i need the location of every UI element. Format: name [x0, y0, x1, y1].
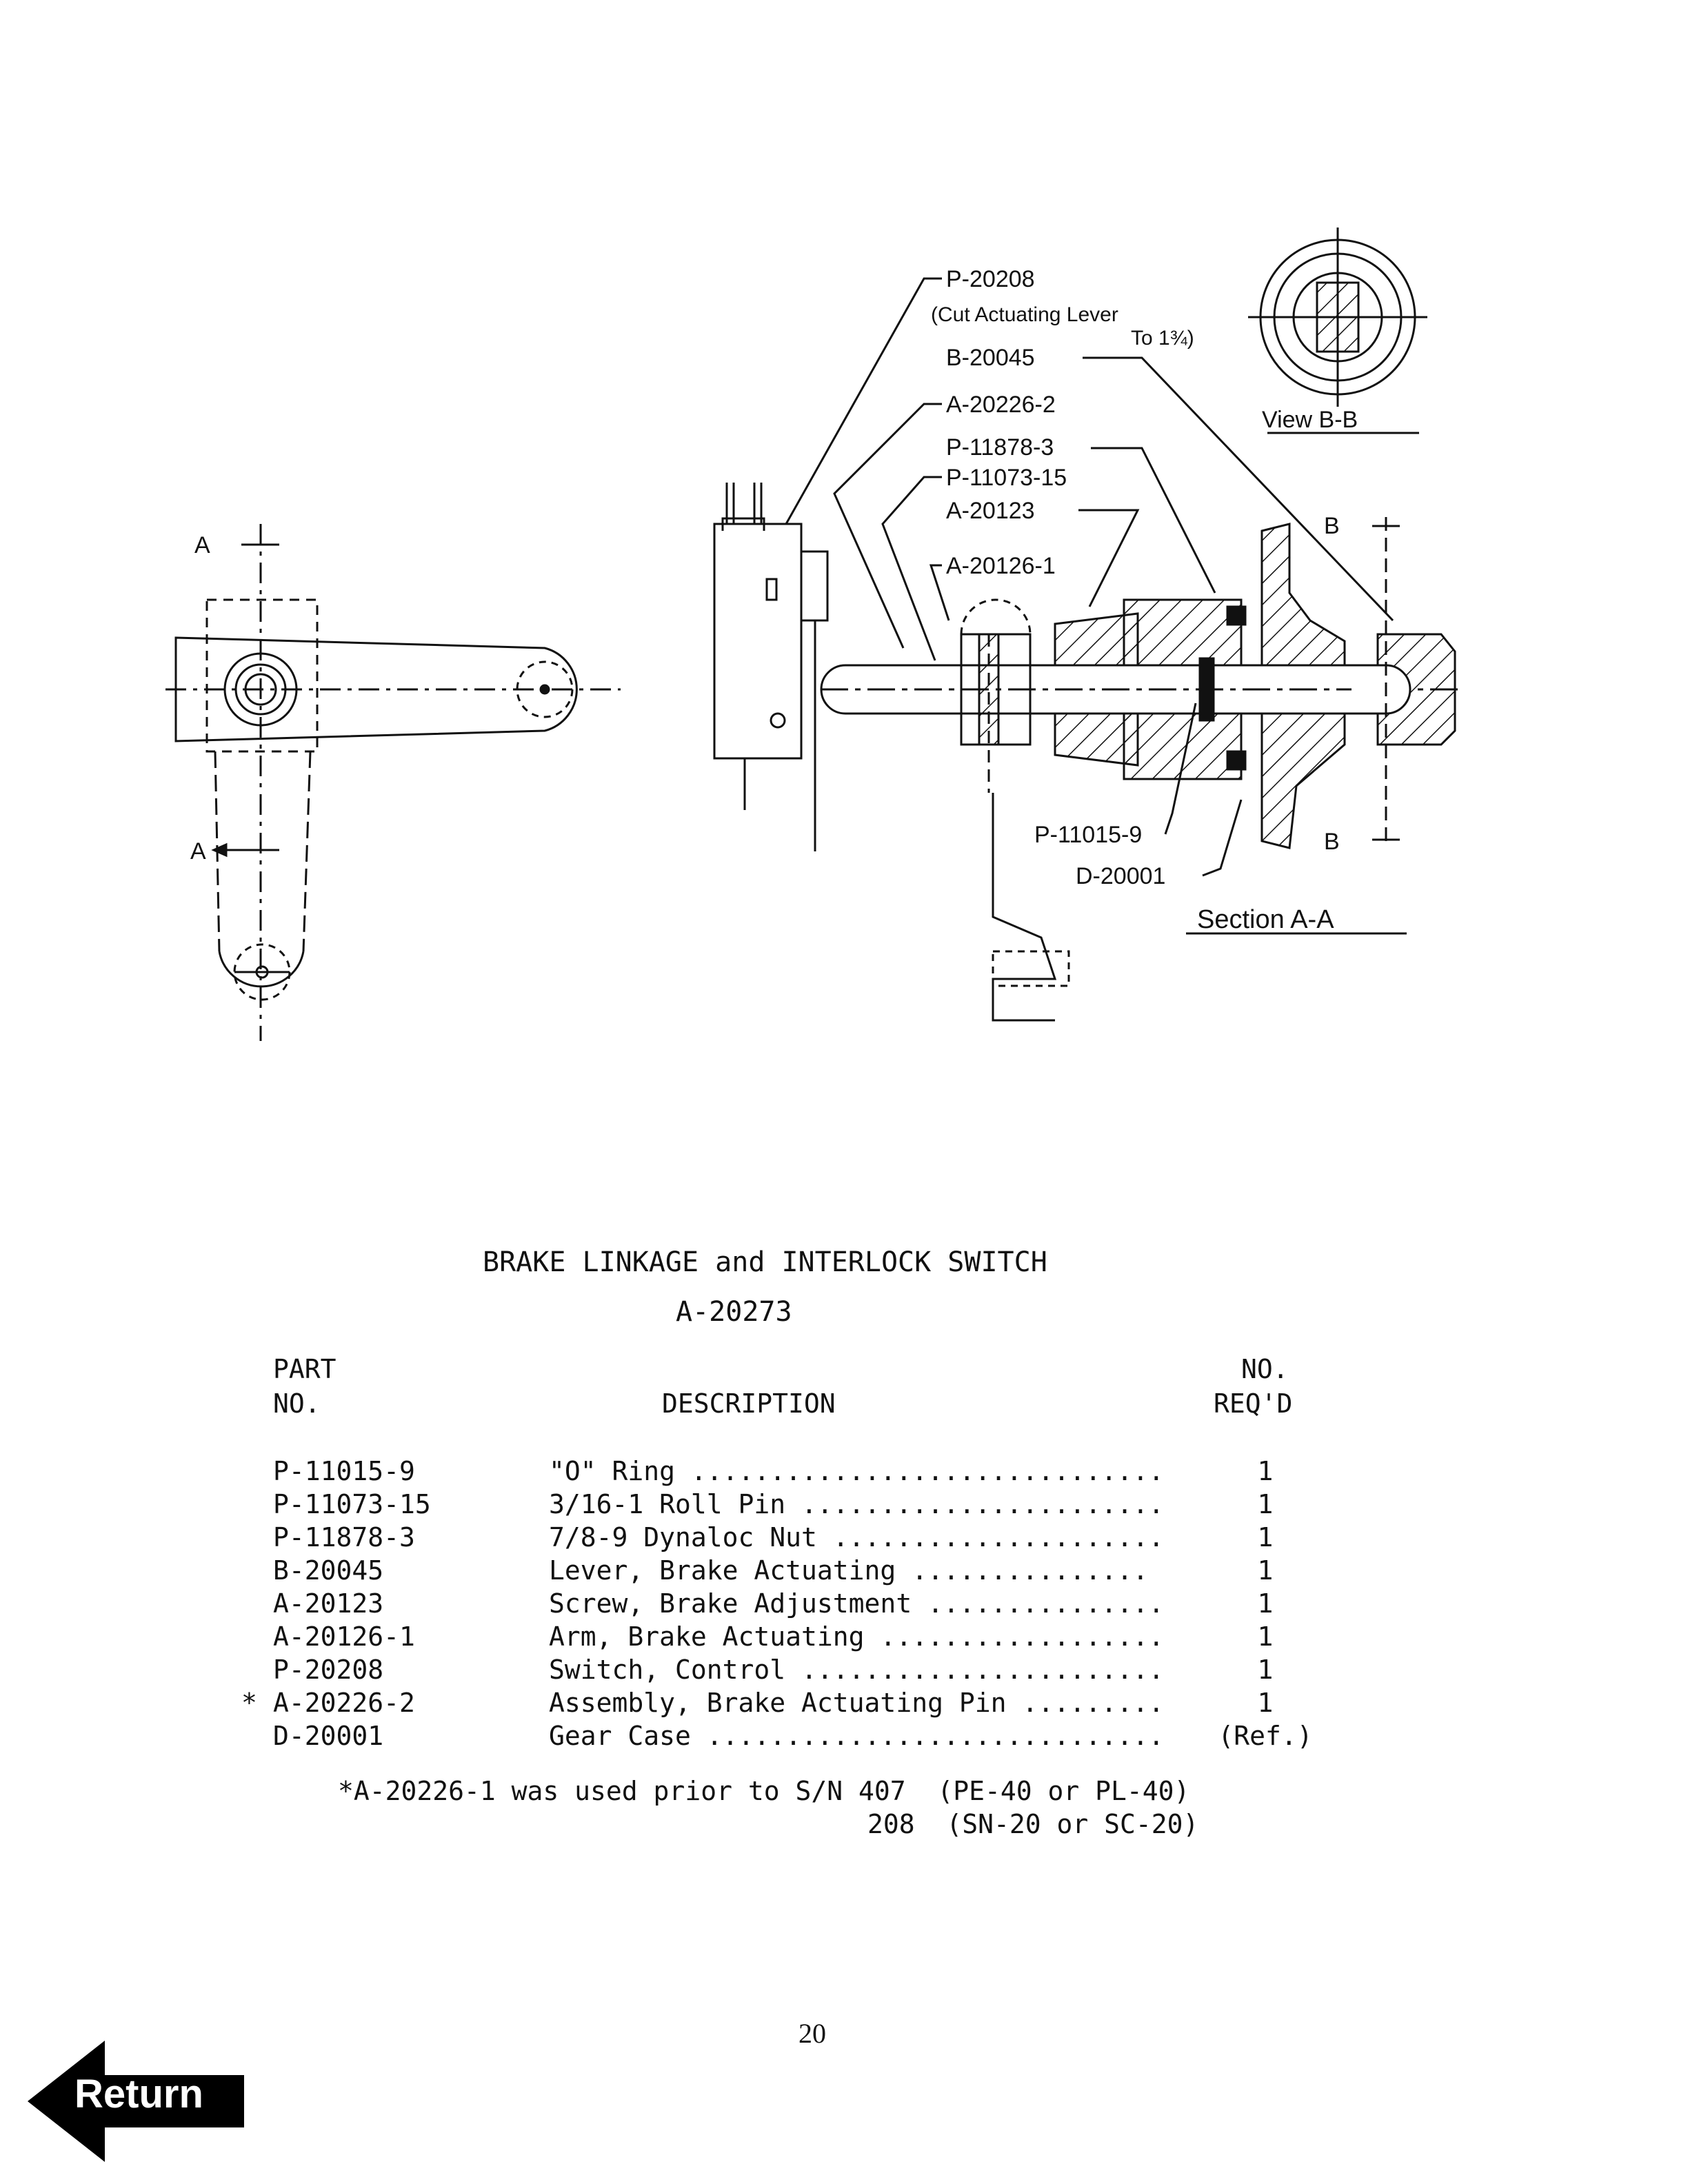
view-bb-detail	[1248, 228, 1427, 434]
table-row: P-11073-15 3/16-1 Roll Pin .............…	[241, 1489, 1331, 1522]
technical-drawing: P-20208 (Cut Actuating Lever To 1¾) B-20…	[165, 228, 1462, 1041]
row-part-no: A-20126-1	[273, 1621, 415, 1652]
table-row: P-20208 Switch, Control ................…	[241, 1655, 1331, 1688]
callout-d20001: D-20001	[1076, 863, 1165, 889]
row-description: Assembly, Brake Actuating Pin .........	[549, 1688, 1165, 1718]
row-qty: 1	[1257, 1522, 1274, 1553]
row-qty: 1	[1257, 1489, 1274, 1519]
row-description: 7/8-9 Dynaloc Nut .....................	[549, 1522, 1165, 1553]
row-description: Arm, Brake Actuating ..................	[549, 1621, 1165, 1652]
footnote-line1: *A-20226-1 was used prior to S/N 407 (PE…	[338, 1776, 1190, 1806]
section-aa-label: Section A-A	[1197, 905, 1334, 934]
row-description: "O" Ring ..............................	[549, 1456, 1165, 1486]
row-qty: 1	[1257, 1456, 1274, 1486]
marker-a-top: A	[194, 532, 210, 558]
table-row: D-20001 Gear Case ......................…	[241, 1721, 1331, 1754]
callout-a20123: A-20123	[946, 498, 1035, 524]
row-qty: 1	[1257, 1655, 1274, 1685]
row-qty: 1	[1257, 1555, 1274, 1586]
row-qty: 1	[1257, 1688, 1274, 1718]
row-part-no: D-20001	[273, 1721, 384, 1751]
callout-cut-note-1: (Cut Actuating Lever	[931, 303, 1118, 326]
callout-cut-note-2: To 1¾)	[1131, 327, 1194, 350]
row-part-no: P-20208	[273, 1655, 384, 1685]
row-part-no: P-11015-9	[273, 1456, 415, 1486]
lever-side-view	[165, 524, 621, 1041]
table-row: B-20045 Lever, Brake Actuating .........…	[241, 1555, 1331, 1588]
callout-a20226-2: A-20226-2	[946, 392, 1056, 418]
callout-a20126-1: A-20126-1	[946, 553, 1056, 579]
row-qty: 1	[1257, 1588, 1274, 1619]
interlock-switch	[713, 483, 829, 851]
marker-b-bottom: B	[1324, 829, 1340, 855]
row-description: Gear Case .............................	[549, 1721, 1165, 1751]
callout-p11015-9: P-11015-9	[1034, 822, 1142, 848]
table-row: P-11878-3 7/8-9 Dynaloc Nut ............…	[241, 1522, 1331, 1555]
row-description: Switch, Control .......................	[549, 1655, 1165, 1685]
header-description: DESCRIPTION	[662, 1388, 836, 1419]
marker-b-top: B	[1324, 513, 1340, 539]
page-title: BRAKE LINKAGE and INTERLOCK SWITCH	[483, 1246, 1047, 1278]
callout-b20045: B-20045	[946, 345, 1035, 371]
row-part-no: A-20123	[273, 1588, 384, 1619]
row-part-no: P-11878-3	[273, 1522, 415, 1553]
return-button[interactable]	[28, 2041, 248, 2162]
table-row: P-11015-9 "O" Ring .....................…	[241, 1456, 1331, 1489]
row-description: 3/16-1 Roll Pin .......................	[549, 1489, 1165, 1519]
leader-lines	[785, 277, 1407, 935]
view-bb-label: View B-B	[1262, 407, 1358, 433]
table-row: * A-20226-2 Assembly, Brake Actuating Pi…	[241, 1688, 1331, 1721]
row-qty: 1	[1257, 1621, 1274, 1652]
arrow-left-icon	[28, 2041, 244, 2162]
callout-p11878-3: P-11878-3	[946, 434, 1054, 461]
row-part-no: B-20045	[273, 1555, 384, 1586]
assembly-number: A-20273	[676, 1296, 792, 1328]
section-aa-assembly	[820, 517, 1462, 1022]
marker-a-bottom: A	[190, 838, 206, 865]
header-qty-line2: REQ'D	[1214, 1388, 1293, 1419]
callout-p11073-15: P-11073-15	[946, 465, 1067, 491]
table-row: A-20123 Screw, Brake Adjustment ........…	[241, 1588, 1331, 1621]
header-qty-line1: NO.	[1241, 1354, 1289, 1384]
header-part-line2: NO.	[273, 1388, 321, 1419]
callout-p20208: P-20208	[946, 266, 1035, 292]
row-description: Screw, Brake Adjustment ...............	[549, 1588, 1165, 1619]
row-part-no: P-11073-15	[273, 1489, 431, 1519]
table-row: A-20126-1 Arm, Brake Actuating .........…	[241, 1621, 1331, 1655]
row-part-no: A-20226-2	[273, 1688, 415, 1718]
row-description: Lever, Brake Actuating ...............	[549, 1555, 1149, 1586]
header-part-line1: PART	[273, 1354, 336, 1384]
footnote-line2: 208 (SN-20 or SC-20)	[867, 1809, 1199, 1839]
row-mark: *	[241, 1688, 257, 1718]
page-number: 20	[798, 2018, 826, 2049]
row-qty: (Ref.)	[1218, 1721, 1313, 1751]
